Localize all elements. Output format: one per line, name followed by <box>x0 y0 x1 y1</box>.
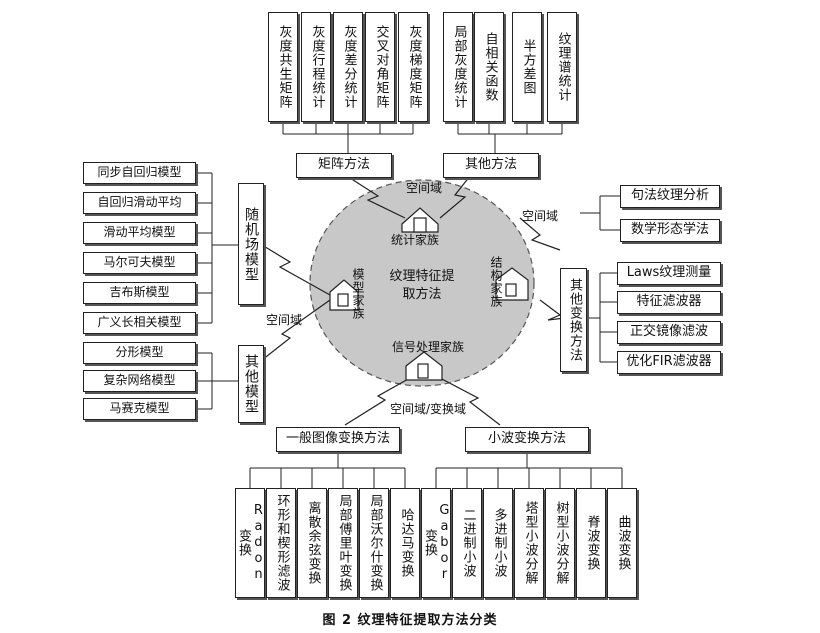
right-item-fir: 优化FIR滤波器 <box>617 351 721 374</box>
left-item-markov: 马尔可夫模型 <box>83 252 196 274</box>
bottom-item-local-fourier: 局部傅里叶变换 <box>328 488 358 598</box>
label-spatial-top: 空间域 <box>406 181 443 195</box>
left-item-mosaic: 马赛克模型 <box>83 398 196 420</box>
right-item-eigen-filter: 特征滤波器 <box>617 291 721 314</box>
figure-caption: 图 2 纹理特征提取方法分类 <box>322 613 498 628</box>
lightning-connectors <box>261 175 566 426</box>
bottom-item-tree-wavelet: 树型小波分解 <box>545 488 575 598</box>
right-item-syntactic: 句法纹理分析 <box>620 185 720 208</box>
top-item-glcm: 灰度共生矩阵 <box>268 12 298 122</box>
top-item-semivariogram: 半方差图 <box>512 12 542 122</box>
group-other-models: 其他模型 <box>238 345 264 423</box>
left-item-long-correlation: 广义长相关模型 <box>83 312 196 334</box>
family-model: 模型家族 <box>351 268 365 320</box>
right-top-connectors <box>580 195 620 231</box>
center-title: 纹理特征提取方法 <box>389 269 455 302</box>
family-signal: 信号处理家族 <box>392 340 465 354</box>
bottom-item-curvelet: 曲波变换 <box>607 488 637 598</box>
bottom-item-hadamard: 哈达马变换 <box>390 488 420 598</box>
top-item-cross-diagonal: 交叉对角矩阵 <box>365 12 395 122</box>
right-item-laws: Laws纹理测量 <box>617 262 721 285</box>
group-other-methods: 其他方法 <box>443 153 539 178</box>
right-item-qmf: 正交镜像滤波 <box>617 321 721 344</box>
group-random-field: 随机场模型 <box>238 183 264 305</box>
bottom-item-pyramid-wavelet: 塔型小波分解 <box>514 488 544 598</box>
bottom-item-local-walsh: 局部沃尔什变换 <box>359 488 389 598</box>
center-ellipse <box>309 179 535 387</box>
label-spatial-right: 空间域 <box>522 209 559 223</box>
group-wavelet: 小波变换方法 <box>465 427 589 452</box>
right-item-morphology: 数学形态学法 <box>620 219 720 242</box>
left-item-fractal: 分形模型 <box>83 342 196 364</box>
house-icon <box>329 279 359 311</box>
left-item-ma: 滑动平均模型 <box>83 222 196 244</box>
bottom-item-dyadic-wavelet: 二进制小波 <box>452 488 482 598</box>
left-random-connectors <box>196 172 238 324</box>
bottom-item-dct: 离散余弦变换 <box>297 488 327 598</box>
family-structural: 结构家族 <box>489 256 503 308</box>
bottom-item-ridgelet: 脊波变换 <box>576 488 606 598</box>
top-item-local-gray-stats: 局部灰度统计 <box>443 12 473 122</box>
right-group-connectors <box>587 272 617 363</box>
group-general-transform: 一般图像变换方法 <box>276 427 400 452</box>
top-item-gray-run-length: 灰度行程统计 <box>301 12 331 122</box>
top-item-texture-spectrum: 纹理谱统计 <box>547 12 577 122</box>
house-icon <box>401 207 439 233</box>
top-item-gray-difference: 灰度差分统计 <box>333 12 363 122</box>
family-statistical: 统计家族 <box>391 233 440 247</box>
left-item-complex-network: 复杂网络模型 <box>83 370 196 392</box>
top-item-autocorrelation: 自相关函数 <box>474 12 504 122</box>
label-spatial-left: 空间域 <box>266 313 303 327</box>
group-other-transforms: 其他变换方法 <box>560 268 587 372</box>
top-item-gray-gradient: 灰度梯度矩阵 <box>398 12 428 122</box>
house-icon <box>405 351 443 381</box>
left-item-gibbs: 吉布斯模型 <box>83 282 196 304</box>
bottom-item-radon: Radon 变换 <box>235 488 266 598</box>
bottom-item-gabor: Gabor 变换 <box>421 488 452 598</box>
left-item-arma: 自回归滑动平均 <box>83 192 196 214</box>
bottom-connectors <box>249 452 623 488</box>
bottom-item-ring-wedge: 环形和楔形滤波 <box>266 488 296 598</box>
house-icon <box>495 267 529 301</box>
label-spatial-transform: 空间域/变换域 <box>390 402 467 416</box>
left-other-connectors <box>196 352 238 410</box>
top-connectors <box>282 122 563 153</box>
left-item-sar: 同步自回归模型 <box>83 162 196 184</box>
group-matrix-methods: 矩阵方法 <box>296 153 392 178</box>
bottom-item-mary-wavelet: 多进制小波 <box>483 488 513 598</box>
